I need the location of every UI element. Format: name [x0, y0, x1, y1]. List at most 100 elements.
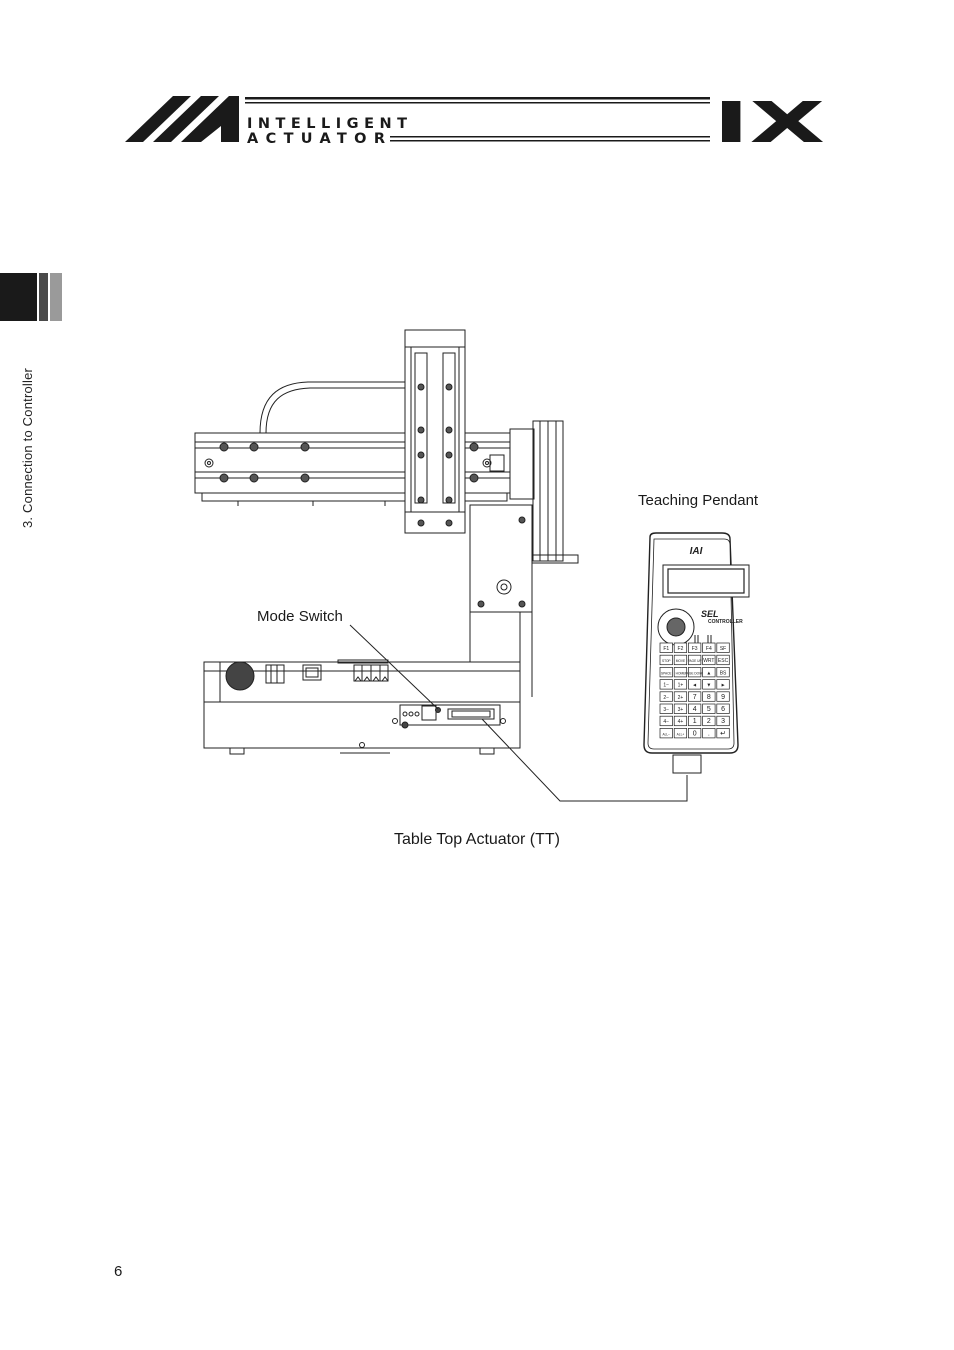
mode-switch-label: Mode Switch [257, 608, 343, 625]
pendant-key-label: MOVE [676, 659, 685, 663]
pendant-key-label: ► [721, 683, 726, 689]
pendant-key-label: 3− [663, 707, 669, 713]
connection-diagram: IAI SEL CONTROLLER F1F2F3F4SFSTOPMOVEPAG… [194, 329, 750, 802]
pendant-key-label: 1− [663, 683, 669, 689]
pendant-key[interactable] [673, 642, 688, 653]
pendant-key[interactable] [673, 703, 688, 714]
pendant-key-label: 8 [707, 694, 711, 701]
pendant-key-label: ESC [718, 658, 729, 664]
pendant-key[interactable] [673, 691, 688, 702]
pendant-key-label: 4+ [678, 719, 684, 725]
pendant-key[interactable] [702, 667, 716, 678]
pendant-key-label: WRT [703, 658, 714, 664]
pendant-key-label: 5 [707, 706, 711, 713]
pendant-key-label: 3+ [678, 707, 684, 713]
pendant-key[interactable] [702, 654, 716, 666]
pendant-key-label: 7 [693, 694, 697, 701]
pendant-key-label: 2− [663, 695, 669, 701]
pendant-key-label: SF [720, 646, 726, 652]
pendant-key-label: F3 [692, 646, 698, 652]
pendant-key[interactable] [702, 679, 716, 690]
pendant-key[interactable] [716, 654, 730, 666]
pendant-key-label: PAGE UP [688, 659, 702, 663]
pendant-key-label: 2 [707, 718, 711, 725]
product-mark: IX [713, 92, 825, 148]
pendant-key[interactable] [659, 667, 673, 678]
page-number: 6 [114, 1263, 123, 1280]
pendant-key[interactable] [673, 728, 688, 739]
pendant-key-label: F4 [706, 646, 712, 652]
pendant-key[interactable] [659, 654, 673, 666]
pendant-key-label: 4− [663, 719, 669, 725]
pendant-key-label: ▲ [706, 670, 711, 676]
pendant-key[interactable] [688, 654, 702, 666]
pendant-key-label: ▼ [706, 683, 711, 689]
pendant-key[interactable] [702, 642, 716, 653]
brand-line1: INTELLIGENT [247, 116, 407, 132]
chapter-tab [0, 273, 62, 321]
pendant-key[interactable] [702, 728, 716, 739]
pendant-key[interactable] [659, 728, 673, 739]
pendant-key-label: 4 [693, 706, 697, 713]
pendant-key[interactable] [716, 728, 730, 739]
pendant-key-label: PAGE DOWN [685, 671, 705, 675]
pendant-key[interactable] [688, 703, 702, 714]
z-axis-slider [404, 329, 466, 534]
pendant-key[interactable] [659, 679, 673, 690]
pendant-key-label: F2 [678, 646, 684, 652]
pendant-key-label: 3 [721, 718, 725, 725]
pendant-key[interactable] [702, 691, 716, 702]
pendant-key-label: ALL− [662, 732, 670, 736]
pendant-key[interactable] [716, 691, 730, 702]
iai-logo-icon [125, 96, 239, 142]
pendant-key[interactable] [716, 715, 730, 727]
pendant-key-label: . [708, 730, 710, 737]
pendant-key[interactable] [716, 642, 730, 653]
header-logo: INTELLIGENT ACTUATOR IX [125, 92, 825, 148]
pendant-key-label: 9 [721, 694, 725, 701]
pendant-key[interactable] [688, 728, 702, 739]
figure-caption: Table Top Actuator (TT) [394, 831, 560, 848]
pendant-key-label: 1 [693, 718, 697, 725]
pendant-controller: CONTROLLER [708, 619, 743, 625]
pendant-key[interactable] [659, 715, 673, 727]
pendant-key[interactable] [688, 691, 702, 702]
pendant-key[interactable] [716, 703, 730, 714]
table-top-base [203, 659, 521, 755]
pendant-key[interactable] [659, 703, 673, 714]
pendant-key-label: BS [720, 670, 727, 676]
pendant-key[interactable] [688, 715, 702, 727]
pendant-key[interactable] [659, 642, 673, 653]
pendant-key[interactable] [673, 679, 688, 690]
pendant-key-label: SPACE [661, 671, 672, 675]
pendant-sel: SEL [701, 609, 719, 619]
pendant-key[interactable] [716, 667, 730, 678]
pendant-key[interactable] [673, 715, 688, 727]
pendant-key-label: 6 [721, 706, 725, 713]
pendant-key[interactable] [673, 654, 688, 666]
pendant-key[interactable] [688, 679, 702, 690]
pendant-cable [481, 718, 688, 802]
pendant-key-label: F1 [663, 646, 669, 652]
mode-switch-leader [349, 624, 439, 710]
pendant-key-label: HOME [676, 671, 686, 675]
teaching-pendant-label: Teaching Pendant [638, 492, 759, 509]
pendant-key[interactable] [716, 679, 730, 690]
pendant-key[interactable] [702, 703, 716, 714]
pendant-brand: IAI [690, 546, 703, 557]
chapter-title: 3. Connection to Controller [20, 367, 35, 528]
pendant-key-label: STOP [662, 659, 671, 663]
pendant-key-label: ↵ [720, 730, 726, 737]
pendant-key-label: 2+ [678, 695, 684, 701]
pendant-key[interactable] [688, 667, 702, 678]
brand-line2: ACTUATOR [247, 131, 385, 147]
y-axis-unit [469, 504, 533, 697]
cable-track [509, 420, 579, 564]
pendant-key[interactable] [702, 715, 716, 727]
pendant-key[interactable] [688, 642, 702, 653]
pendant-key-label: ALL+ [677, 732, 685, 736]
pendant-key[interactable] [673, 667, 688, 678]
pendant-key-label: ◄ [692, 683, 697, 689]
pendant-key[interactable] [659, 691, 673, 702]
